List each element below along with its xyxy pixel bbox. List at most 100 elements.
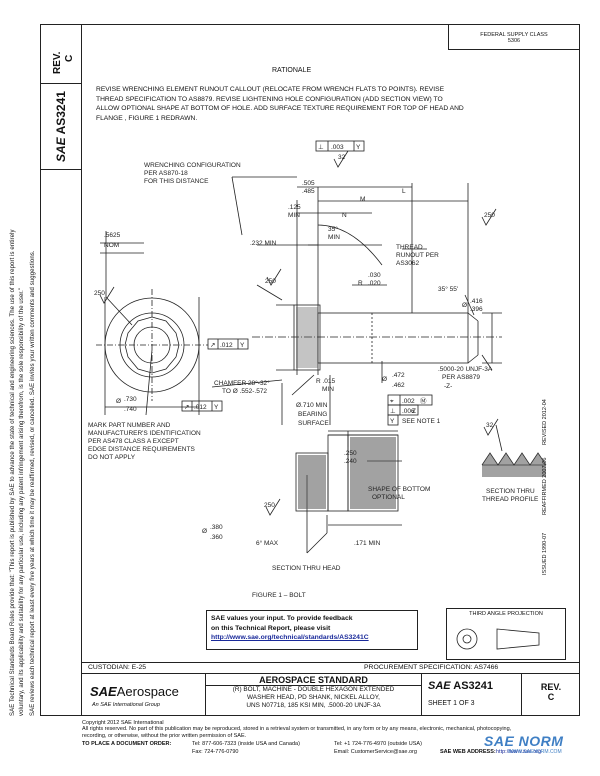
custodian-row: CUSTODIAN: E-25 PROCUREMENT SPECIFICATIO… [82,662,580,674]
rationale-text: REVISE WRENCHING ELEMENT RUNOUT CALLOUT … [96,85,546,123]
section-thru-1: SECTION THRU [486,488,535,495]
dim-416: .416 [470,298,483,305]
finish-top: 32 [338,154,346,161]
leader-lines [105,176,493,416]
runout-012: .012 [220,342,233,349]
brand-sub: An SAE International Group [92,702,160,708]
shape-bottom-2: OPTIONAL [372,494,405,501]
web-label: SAE WEB ADDRESS: [440,749,496,755]
title-block: SAEAerospace An SAE International Group … [82,674,580,716]
shape-bottom-1: SHAPE OF BOTTOM [368,486,430,493]
wrenching-config-3: FOR THIS DISTANCE [144,178,209,185]
rev-header: REV. C [40,24,82,84]
title-desc: (R) BOLT, MACHINE - DOUBLE HEXAGON EXTEN… [206,686,421,710]
r-020: .020 [368,280,381,287]
mark-part-2: MANUFACTURER'S IDENTIFICATION [88,430,201,437]
order-fax: Fax: 724-776-0790 [192,749,239,755]
rationale-line: FLANGE , FIGURE 1 REDRAWN. [96,114,198,122]
aerospace-standard-heading: AEROSPACE STANDARD [206,675,421,686]
wrenching-config-1: WRENCHING CONFIGURATION [144,162,241,169]
web-link[interactable]: http://www.sae.org [496,749,542,755]
finish-250-d: 250 [264,502,275,509]
finish-250-c: 250 [94,290,105,297]
federal-supply-label: FEDERAL SUPPLY CLASS [480,32,548,38]
rev-value: C [64,54,75,62]
rationale-line: REVISE WRENCHING ELEMENT RUNOUT CALLOUT … [96,86,445,93]
projection-symbol [456,628,540,650]
dim-740: .740 [124,406,137,413]
mark-part-1: MARK PART NUMBER AND [88,422,171,429]
chamfer-1: CHAMFER 28°-32° [214,379,270,387]
doc-number-vertical: SAE AS3241 [54,91,68,162]
copyright-2: All rights reserved. No part of this pub… [82,726,512,733]
doc-number-text: AS3241 [453,680,494,692]
dia-symbol-380: Ø [202,528,207,535]
custodian: CUSTODIAN: E-25 [88,664,147,671]
sae-aerospace-logo: SAEAerospace An SAE International Group [82,674,206,716]
drawing-sheet [40,24,580,716]
dim-nom: NOM [104,242,119,249]
rev-label-bottom: REV. [540,682,562,692]
title-desc-line: WASHER HEAD, PD SHANK, NICKEL ALLOY, [247,694,380,701]
doc-logo: SAE [428,680,451,692]
sae-logo-vertical: SAE [54,137,68,162]
dia-symbol-730: Ø [116,398,121,405]
angle-35-55: 35° 55' [438,285,458,293]
title-desc-line: (R) BOLT, MACHINE - DOUBLE HEXAGON EXTEN… [232,686,395,693]
dim-396: .396 [470,306,483,313]
flatness-tolerance: .003 [331,144,344,151]
dim-m: M [360,196,365,203]
brand-aerospace: Aerospace [116,684,179,699]
feedback-box: SAE values your input. To provide feedba… [206,610,418,650]
projection-box: THIRD ANGLE PROJECTION [446,608,566,660]
angle-35: 35° [328,225,338,233]
order-tel-2: Tel: +1 724-776-4970 (outside USA) [334,741,422,747]
side-notice-line2: voluntary, and its applicability and sui… [19,287,25,716]
sheet-number: SHEET 1 OF 3 [428,700,475,707]
feedback-link[interactable]: http://www.sae.org/technical/standards/A… [211,634,369,641]
runout-012-b: .012 [194,404,207,411]
dim-250: .250 [344,450,357,457]
copyright-1: Copyright 2012 SAE International [82,720,164,726]
doc-number-vertical-text: AS3241 [54,91,68,135]
order-label: TO PLACE A DOCUMENT ORDER: [82,741,172,747]
federal-supply-box: FEDERAL SUPPLY CLASS 5306 [448,24,580,50]
tol-006: .006 [402,408,415,415]
mark-part-4: EDGE DISTANCE REQUIREMENTS [88,446,195,453]
section-hatching [296,307,546,509]
dim-n: N [342,212,347,219]
side-notice-line3: SAE reviews each technical report at lea… [30,250,36,716]
section-head-title: SECTION THRU HEAD [272,565,341,572]
order-tel: Tel: 877-606-7323 (inside USA and Canada… [192,741,300,747]
mark-part-5: DO NOT APPLY [88,454,136,461]
title-description: AEROSPACE STANDARD (R) BOLT, MACHINE - D… [206,674,422,716]
r-030: .030 [368,272,381,279]
figure-title: FIGURE 1 – BOLT [252,592,306,599]
dim-485: .485 [302,188,315,195]
procurement-spec: PROCUREMENT SPECIFICATION: AS7466 [364,664,499,671]
bearing-2: SURFACE [298,420,329,427]
runout-datum-b: Y [214,404,219,411]
rationale-line: THREAD SPECIFICATION TO AS8879. REVISE L… [96,95,443,103]
bolt-technical-drawing: ⊥ .003 Y 32 WRENCHING CONFIGURATION PER … [88,140,547,599]
rev-label: REV. [52,51,63,74]
doc-number-box: SAE AS3241 SHEET 1 OF 3 [422,674,522,716]
dia-symbol-416: Ø [462,302,467,309]
title-desc-line: UNS N07718, 185 KSI MIN, .5000-20 UNJF-3… [246,702,381,709]
revised-date: REVISED 2012-04 [542,399,548,445]
dia-symbol-472: Ø [382,376,387,383]
order-email[interactable]: Email: CustomerService@sae.org [334,749,417,755]
dim-730: .730 [124,396,137,403]
issued-date: ISSUED 1990-07 [542,532,548,575]
rationale-line: ALLOW OPTIONAL SHAPE AT BOTTOM OF HOLE. … [96,105,464,112]
see-note: SEE NOTE 1 [402,418,441,425]
datum-z2: Z [412,408,416,415]
section-thru-head-view [295,430,402,554]
chamfer-2: TO Ø .552-.572 [222,388,267,395]
feedback-line2: on this Technical Report, please visit [211,624,331,632]
dim-171: .171 MIN [354,540,381,547]
runout-datum: Y [240,342,245,349]
thread-runout-3: AS3062 [396,260,420,267]
thread-spec-2: PER AS8879 [442,374,480,381]
dim-462: .462 [392,382,405,389]
